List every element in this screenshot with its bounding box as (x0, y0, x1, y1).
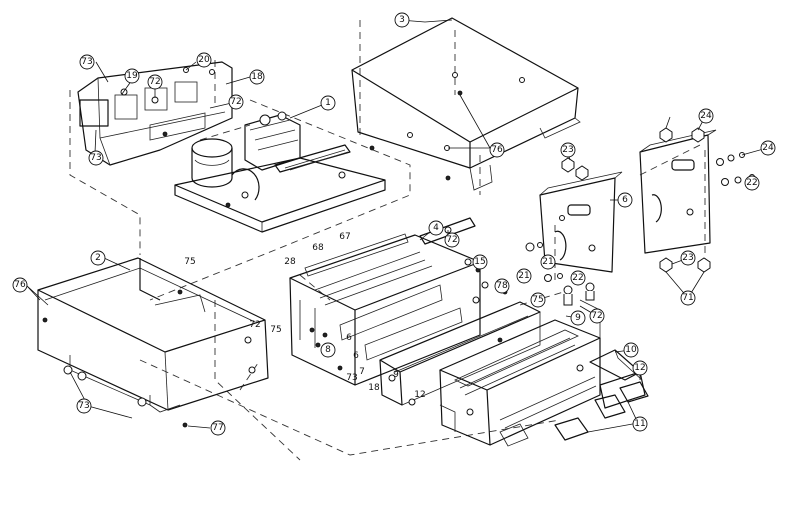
label-75: 75 (184, 257, 195, 267)
svg-text:20: 20 (198, 55, 210, 65)
svg-text:73: 73 (78, 401, 89, 411)
svg-text:22: 22 (746, 178, 757, 188)
right-feet-levers (499, 349, 649, 447)
callout-22: 22 (744, 175, 760, 191)
svg-text:24: 24 (700, 111, 712, 121)
svg-text:9: 9 (575, 313, 581, 323)
callout-24: 23 (560, 142, 576, 158)
callout-72: 72 (589, 308, 605, 324)
callout-22: 21 (540, 254, 556, 270)
carriage-rail (379, 301, 541, 406)
callout-19: 19 (124, 68, 140, 84)
svg-text:76: 76 (14, 280, 26, 290)
callout-8: 8 (320, 342, 336, 358)
callout-73: 73 (79, 54, 95, 70)
label-28: 28 (284, 257, 296, 267)
callout-2: 2 (90, 250, 106, 266)
callout-12: 12 (632, 360, 648, 376)
svg-text:10: 10 (625, 345, 637, 355)
callout-73: 73 (76, 398, 92, 414)
callout-4: 4 (428, 220, 444, 236)
label-68: 68 (312, 243, 324, 253)
label-7: 7 (359, 367, 365, 377)
callout-24: 24 (698, 108, 714, 124)
callout-6: 6 (617, 192, 633, 208)
right-side-bracket (639, 129, 717, 254)
svg-text:77: 77 (212, 423, 223, 433)
svg-text:76: 76 (491, 145, 503, 155)
svg-text:11: 11 (634, 419, 645, 429)
svg-text:3: 3 (399, 15, 405, 25)
callout-75: 75 (530, 292, 546, 308)
callout-18: 18 (249, 69, 265, 85)
svg-text:19: 19 (126, 71, 138, 81)
callout-72: 72 (444, 232, 460, 248)
callout-9: 9 (570, 310, 586, 326)
label-75: 75 (270, 325, 281, 335)
callout-3: 3 (394, 12, 410, 28)
label-67: 67 (339, 232, 350, 242)
callout-20: 20 (196, 52, 212, 68)
callout-72: 72 (147, 74, 163, 90)
free-part-labels: 75 75 72 67 68 28 6 6 7 9 12 18 73 (184, 232, 425, 400)
svg-text:75: 75 (532, 295, 543, 305)
label-73: 73 (346, 373, 357, 383)
svg-text:72: 72 (149, 77, 160, 87)
svg-text:73: 73 (90, 153, 101, 163)
svg-text:73: 73 (81, 57, 92, 67)
svg-text:78: 78 (496, 281, 508, 291)
svg-text:4: 4 (433, 223, 439, 233)
top-cover (351, 17, 581, 191)
svg-text:6: 6 (622, 195, 628, 205)
svg-text:23: 23 (682, 253, 693, 263)
label-72: 72 (249, 320, 260, 330)
callout-77: 77 (210, 420, 226, 436)
callout-21: 24 (760, 140, 776, 156)
svg-text:72: 72 (591, 311, 602, 321)
callout-71: 71 (680, 290, 696, 306)
svg-text:24: 24 (762, 143, 774, 153)
motor-drive-assembly (174, 111, 386, 233)
svg-text:71: 71 (682, 293, 693, 303)
callout-76: 76 (489, 142, 505, 158)
svg-text:72: 72 (230, 97, 241, 107)
label-18: 18 (368, 383, 380, 393)
svg-text:15: 15 (474, 257, 485, 267)
callout-markers: 73 20 19 18 72 72 73 1 3 76 2 76 73 77 4 (12, 12, 776, 436)
svg-text:18: 18 (251, 72, 263, 82)
svg-text:12: 12 (634, 363, 645, 373)
callout-78: 78 (494, 278, 510, 294)
callout-23: 23 (680, 250, 696, 266)
label-12: 12 (414, 390, 425, 400)
platen-paper-guide (439, 299, 601, 446)
svg-text:23: 23 (562, 145, 573, 155)
callout-21: 21 (516, 268, 532, 284)
label-6: 6 (353, 351, 359, 361)
label-6: 6 (346, 333, 352, 343)
callout-76: 76 (12, 277, 28, 293)
callout-15: 15 (472, 254, 488, 270)
svg-text:72: 72 (446, 235, 457, 245)
svg-text:22: 22 (572, 273, 583, 283)
callout-1: 1 (320, 95, 336, 111)
callout-73: 73 (88, 150, 104, 166)
base-chassis (37, 257, 269, 428)
fastener-hardware (309, 127, 755, 348)
callout-23: 22 (570, 270, 586, 286)
svg-text:2: 2 (95, 253, 101, 263)
left-side-bracket (539, 171, 623, 273)
svg-text:21: 21 (542, 257, 553, 267)
assembly-guide-lines (69, 20, 706, 461)
callout-72: 72 (228, 94, 244, 110)
svg-text:1: 1 (325, 98, 331, 108)
callout-11: 11 (632, 416, 648, 432)
callout-10: 10 (623, 342, 639, 358)
label-9: 9 (393, 370, 399, 380)
svg-text:8: 8 (325, 345, 331, 355)
svg-text:21: 21 (518, 271, 529, 281)
